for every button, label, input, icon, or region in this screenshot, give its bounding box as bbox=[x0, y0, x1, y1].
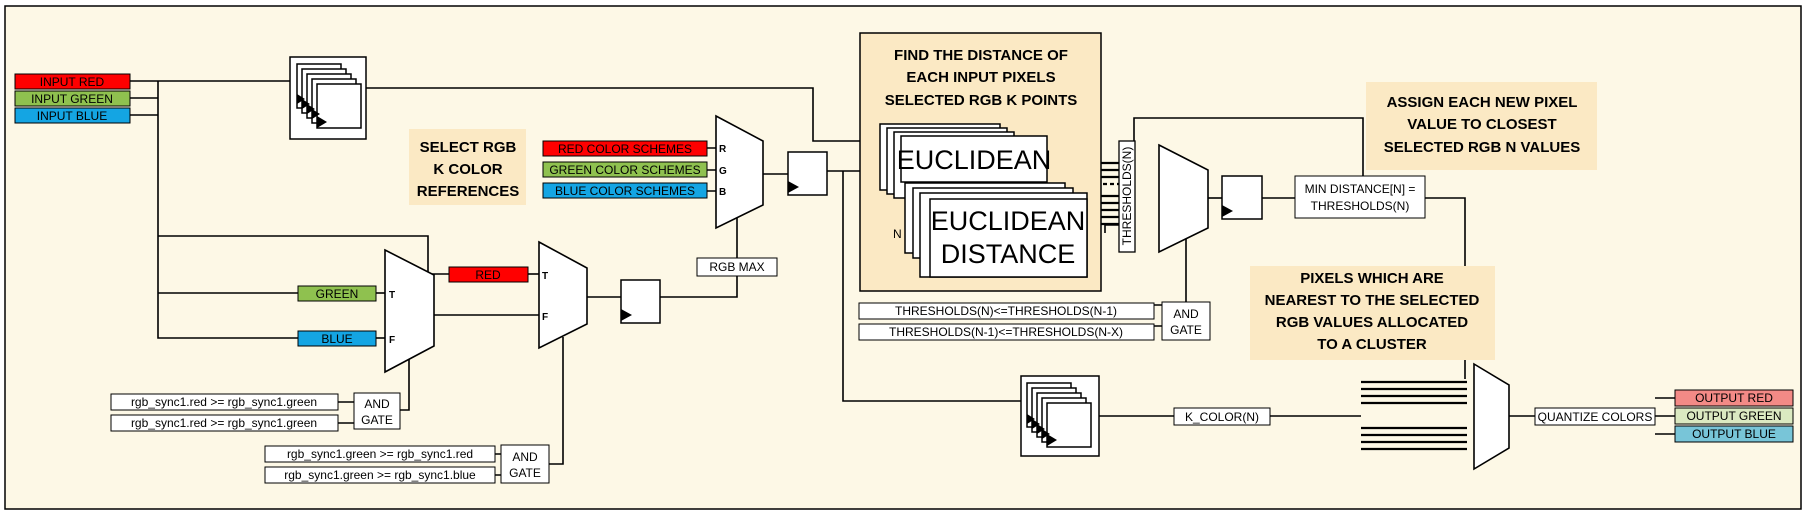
euclidean-stack-back bbox=[879, 123, 1048, 199]
rgb-max-label: RGB MAX bbox=[709, 260, 764, 274]
note-nearest-pixels-box bbox=[1250, 266, 1495, 360]
euclidean-back-label: EUCLIDEAN bbox=[897, 145, 1052, 175]
note-select-rgb-box bbox=[409, 129, 526, 205]
condition-thresholds-2 bbox=[858, 323, 1155, 341]
green-tag bbox=[297, 285, 377, 302]
quantize-box bbox=[1534, 407, 1656, 426]
condition-green-ge-red-label: rgb_sync1.green >= rgb_sync1.red bbox=[287, 447, 473, 461]
output-green-label: OUTPUT GREEN bbox=[1686, 409, 1781, 423]
min-distance-line2: THRESHOLDS(N) bbox=[1311, 199, 1410, 213]
mux-green-blue bbox=[384, 248, 435, 374]
note-find-distance-line1: FIND THE DISTANCE OF bbox=[894, 47, 1068, 64]
condition-thresholds-1 bbox=[858, 302, 1155, 320]
output-red-label: OUTPUT RED bbox=[1695, 391, 1773, 405]
and-gate-b-line1: AND bbox=[512, 450, 538, 464]
red-color-schemes-label: RED COLOR SCHEMES bbox=[558, 142, 692, 156]
condition-thresholds-1-label: THRESHOLDS(N)<=THRESHOLDS(N-1) bbox=[895, 304, 1117, 318]
green-color-schemes-label: GREEN COLOR SCHEMES bbox=[549, 163, 700, 177]
mux-rgb-pin-r: R bbox=[719, 144, 727, 155]
mux-rgb-pin-b: B bbox=[719, 187, 726, 198]
note-select-rgb-line1: SELECT RGB bbox=[420, 139, 517, 156]
condition-thresholds-2-label: THRESHOLDS(N-1)<=THRESHOLDS(N-X) bbox=[889, 325, 1123, 339]
input-blue-label: INPUT BLUE bbox=[37, 109, 107, 123]
note-select-rgb-line2: K COLOR bbox=[433, 161, 502, 178]
condition-red-ge-green-label: rgb_sync1.red >= rgb_sync1.green bbox=[131, 395, 317, 409]
and-gate-a-line2: GATE bbox=[361, 413, 393, 427]
blue-tag-label: BLUE bbox=[321, 332, 352, 346]
mux-red-select bbox=[538, 240, 588, 350]
euclidean-n-label: N bbox=[893, 227, 902, 241]
input-red bbox=[14, 73, 131, 90]
blue-color-schemes bbox=[542, 182, 708, 199]
register-color-select bbox=[620, 279, 661, 324]
min-distance-line1: MIN DISTANCE[N] = bbox=[1305, 182, 1416, 196]
condition-red-ge-green-2 bbox=[110, 414, 339, 432]
mux-rgb-select bbox=[715, 114, 764, 230]
and-gate-a-line1: AND bbox=[364, 397, 390, 411]
and-gate-b-line2: GATE bbox=[509, 466, 541, 480]
and-gate-b bbox=[500, 444, 550, 484]
register-threshold bbox=[1221, 175, 1263, 220]
mux-a-pin-t: T bbox=[389, 290, 395, 301]
mux-output bbox=[1473, 362, 1510, 471]
green-tag-label: GREEN bbox=[316, 287, 359, 301]
min-distance-box bbox=[1294, 175, 1426, 219]
note-assign-pixel-line3: SELECTED RGB N VALUES bbox=[1384, 139, 1580, 156]
note-find-distance-line3: SELECTED RGB K POINTS bbox=[885, 92, 1078, 109]
mux-b-pin-t: T bbox=[542, 271, 548, 282]
thresholds-box bbox=[1118, 140, 1136, 253]
wires bbox=[130, 80, 1675, 476]
euclidean-front-line1: EUCLIDEAN bbox=[931, 206, 1086, 236]
input-red-label: INPUT RED bbox=[40, 75, 105, 89]
input-green-label: INPUT GREEN bbox=[31, 92, 113, 106]
note-assign-pixel-line1: ASSIGN EACH NEW PIXEL bbox=[1387, 94, 1578, 111]
note-nearest-line4: TO A CLUSTER bbox=[1317, 336, 1427, 353]
blue-color-schemes-label: BLUE COLOR SCHEMES bbox=[555, 184, 695, 198]
quantize-label: QUANTIZE COLORS bbox=[1538, 410, 1653, 424]
register-stack-k-color bbox=[1020, 375, 1100, 457]
output-green bbox=[1674, 407, 1794, 425]
mux-a-pin-f: F bbox=[389, 335, 395, 346]
note-nearest-line3: RGB VALUES ALLOCATED bbox=[1276, 314, 1468, 331]
note-nearest-line1: PIXELS WHICH ARE bbox=[1300, 270, 1444, 287]
note-select-rgb-line3: REFERENCES bbox=[417, 183, 520, 200]
green-color-schemes bbox=[542, 161, 708, 178]
cluster-bus-lines bbox=[1361, 380, 1467, 451]
note-nearest-line2: NEAREST TO THE SELECTED bbox=[1265, 292, 1480, 309]
and-gate-a bbox=[353, 392, 401, 430]
output-red bbox=[1674, 389, 1794, 407]
input-green bbox=[14, 90, 131, 107]
condition-red-ge-green bbox=[110, 393, 339, 411]
blue-tag bbox=[297, 330, 377, 347]
euclidean-stack-front bbox=[904, 182, 1088, 278]
mux-rgb-pin-g: G bbox=[719, 166, 727, 177]
input-blue bbox=[14, 107, 131, 124]
red-color-schemes bbox=[542, 140, 708, 157]
condition-red-ge-green-2-label: rgb_sync1.red >= rgb_sync1.green bbox=[131, 416, 317, 430]
note-assign-pixel-box bbox=[1366, 82, 1597, 170]
condition-green-ge-blue bbox=[264, 466, 496, 484]
output-blue-label: OUTPUT BLUE bbox=[1692, 427, 1776, 441]
red-tag bbox=[448, 266, 529, 283]
k-color-box bbox=[1173, 407, 1271, 426]
euclidean-front-line2: DISTANCE bbox=[941, 239, 1076, 269]
thresholds-label: THRESHOLDS(N) bbox=[1120, 147, 1134, 246]
register-rgb bbox=[787, 151, 828, 196]
k-color-label: K_COLOR(N) bbox=[1185, 410, 1259, 424]
condition-green-ge-red bbox=[264, 445, 496, 463]
red-tag-label: RED bbox=[475, 268, 501, 282]
mux-threshold bbox=[1158, 143, 1209, 254]
rgb-max-box bbox=[696, 257, 778, 277]
note-assign-pixel-line2: VALUE TO CLOSEST bbox=[1407, 116, 1556, 133]
register-stack-input bbox=[289, 56, 367, 140]
note-find-distance-line2: EACH INPUT PIXELS bbox=[906, 69, 1055, 86]
output-blue bbox=[1674, 425, 1794, 443]
mux-b-pin-f: F bbox=[542, 312, 548, 323]
condition-green-ge-blue-label: rgb_sync1.green >= rgb_sync1.blue bbox=[284, 468, 476, 482]
